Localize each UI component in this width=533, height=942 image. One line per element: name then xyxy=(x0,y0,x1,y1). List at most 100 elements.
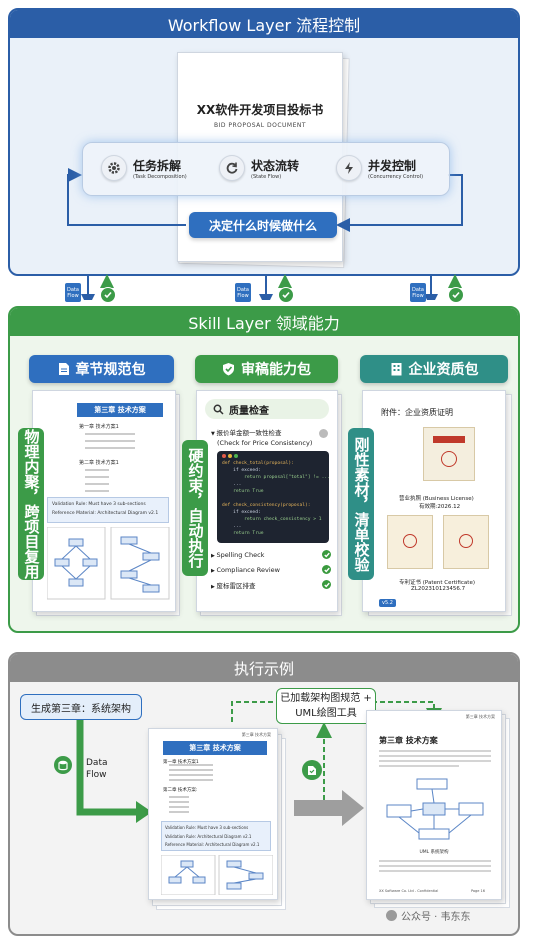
pack1-document: 第三章 技术方案 第一章 技术方案1 第二章 技术方案1 Validation … xyxy=(32,390,176,612)
check-row: ▶ Compliance Review xyxy=(211,562,331,577)
control-label: 并发控制 xyxy=(368,158,417,173)
workflow-controls-bar xyxy=(82,142,450,196)
wechat-icon xyxy=(386,910,397,921)
control-label: 任务拆解 xyxy=(133,158,182,173)
check-label: Spelling Check xyxy=(216,550,265,559)
pack-header-qualification: 企业资质包 xyxy=(360,355,508,383)
control-sublabel: (Task Decomposition) xyxy=(133,173,187,180)
license-valid: 有效期:2026.12 xyxy=(419,504,461,510)
mid-doc-sec2: 第二章 技术方案: xyxy=(163,788,198,793)
control-label: 状态流转 xyxy=(251,158,300,173)
license-label: 营业执照 (Business License) xyxy=(399,496,474,502)
workflow-loop-arrows xyxy=(67,168,463,300)
decide-when-text: 决定什么时候做什么 xyxy=(208,218,317,233)
license-image xyxy=(423,427,475,481)
mid-doc-lines-2 xyxy=(169,796,189,813)
check-icon xyxy=(278,287,294,303)
check-pending-icon xyxy=(319,429,328,438)
control-concurrency: 并发控制 (Concurrency Control) xyxy=(336,155,423,181)
lightning-icon xyxy=(336,155,362,181)
pack1-check1: Validation Rule: Must have 3 sub-section… xyxy=(52,502,146,507)
example-title: 执行示例 xyxy=(233,659,294,678)
skill-layer-header: Skill Layer 领域能力 xyxy=(10,308,518,336)
chevron-right-icon: ▶ xyxy=(211,583,217,590)
check-row: ▶ 废标雷区排查 xyxy=(211,577,331,592)
mid-document: 第三章 技术方案 第三章 技术方案 第一章 技术方案1 第二章 技术方案: Va… xyxy=(148,728,278,900)
pack2-side-label: 硬约束，自动执行 xyxy=(182,440,208,576)
pack1-sec1: 第一章 技术方案1 xyxy=(79,424,119,430)
chevron-right-icon: ▶ xyxy=(211,567,217,574)
pack3-title: 附件：企业资质证明 xyxy=(381,408,453,417)
price-check-sub: (Check for Price Consistency) xyxy=(217,439,313,447)
pack-header-review: 审稿能力包 xyxy=(195,355,338,383)
watermark-text: 公众号 · 韦东东 xyxy=(401,912,471,923)
check-label: 废标雷区排查 xyxy=(216,581,256,590)
mid-doc-lines-1 xyxy=(169,764,213,781)
mid-doc-title: 第三章 技术方案 xyxy=(163,741,267,755)
pack2-side-text: 硬约束，自动执行 xyxy=(186,448,205,568)
building-icon xyxy=(391,363,401,376)
skill-layer-title: Skill Layer 领域能力 xyxy=(188,314,340,333)
code-line xyxy=(222,495,325,502)
check-icon xyxy=(322,550,331,559)
final-document: 第三章 技术方案 第三章 技术方案 UML 系统架构 XX Software C… xyxy=(366,710,502,900)
control-state-flow: 状态流转 (State Flow) xyxy=(219,155,299,181)
price-check-title: 报价单金额一致性检查 xyxy=(216,429,282,437)
final-doc-title: 第三章 技术方案 xyxy=(379,736,438,745)
mid-doc-header: 第三章 技术方案 xyxy=(241,732,271,737)
quality-check-search: 质量检查 xyxy=(205,399,329,419)
mid-doc-diagrams xyxy=(161,855,273,895)
patent-image-1 xyxy=(387,515,433,569)
document-icon xyxy=(58,363,69,375)
code-line: if exceed: xyxy=(222,468,261,473)
code-line: def check_total(proposal): xyxy=(222,461,294,466)
pack-label: 审稿能力包 xyxy=(241,362,311,378)
code-line: ... xyxy=(222,524,242,529)
data-flow-badge-text: Data Flow xyxy=(412,286,424,299)
check-icon xyxy=(322,565,331,574)
pack1-lines-2 xyxy=(85,469,109,492)
check-row: ▶ Spelling Check xyxy=(211,547,331,562)
code-lines: def check_total(proposal): if exceed: re… xyxy=(222,460,330,537)
pack3-side-text: 刚性素材，清单校验 xyxy=(352,436,371,572)
data-flow-badge-3: Data Flow xyxy=(410,283,426,302)
price-check-item: ▼ 报价单金额一致性检查 (Check for Price Consistenc… xyxy=(211,429,331,448)
pack1-check-box: Validation Rule: Must have 3 sub-section… xyxy=(47,497,169,523)
pack-label: 企业资质包 xyxy=(408,362,479,378)
pack1-diagrams xyxy=(47,527,170,600)
code-line: if exceed: xyxy=(222,510,261,515)
patent-image-2 xyxy=(443,515,489,569)
pack-label: 章节规范包 xyxy=(75,362,146,378)
pack1-side-text: 物理内聚，跨项目复用 xyxy=(22,429,41,579)
pack-header-chapter: 章节规范包 xyxy=(29,355,174,383)
loaded-tools-box: 已加载架构图规范 + UML绘图工具 xyxy=(276,688,376,724)
decide-when-label: 决定什么时候做什么 xyxy=(189,212,337,238)
bid-doc-title: XX软件开发项目投标书 xyxy=(196,103,324,117)
control-sublabel: (State Flow) xyxy=(251,173,282,180)
final-doc-header: 第三章 技术方案 xyxy=(465,714,495,719)
uml-diagram xyxy=(386,778,484,840)
chevron-down-icon: ▼ xyxy=(211,431,217,437)
final-doc-footer-left: XX Software Co. Ltd - Confidential xyxy=(379,889,439,893)
prompt-text: 生成第三章：系统架构 xyxy=(31,703,131,715)
code-line: def check_consistency(proposal): xyxy=(222,503,311,508)
code-block: def check_total(proposal): if exceed: re… xyxy=(217,451,330,543)
control-sublabel: (Concurrency Control) xyxy=(368,173,424,180)
patent-label: 专利证书 (Patent Certificate) xyxy=(399,580,475,586)
refresh-icon xyxy=(219,155,245,181)
final-doc-footer-right: Page 16 xyxy=(470,889,485,893)
check-icon xyxy=(100,287,116,303)
pack1-side-label: 物理内聚，跨项目复用 xyxy=(18,428,44,580)
pack1-sec2: 第二章 技术方案1 xyxy=(79,460,119,466)
window-dots xyxy=(222,454,238,458)
code-line: return True xyxy=(222,489,264,494)
data-flow-badge-text: Data Flow xyxy=(237,286,249,299)
check-label: Compliance Review xyxy=(216,565,280,574)
check-list: ▶ Spelling Check ▶ Compliance Review ▶ 废… xyxy=(211,547,331,592)
data-flow-badge-1: Data Flow xyxy=(65,283,81,302)
code-line: return check_consistency > 1 xyxy=(222,517,322,522)
pack3-document: 附件：企业资质证明 营业执照 (Business License) 有效期:20… xyxy=(362,390,506,612)
search-icon xyxy=(213,404,224,415)
quality-check-label: 质量检查 xyxy=(229,405,269,417)
code-line: ... xyxy=(222,482,242,487)
